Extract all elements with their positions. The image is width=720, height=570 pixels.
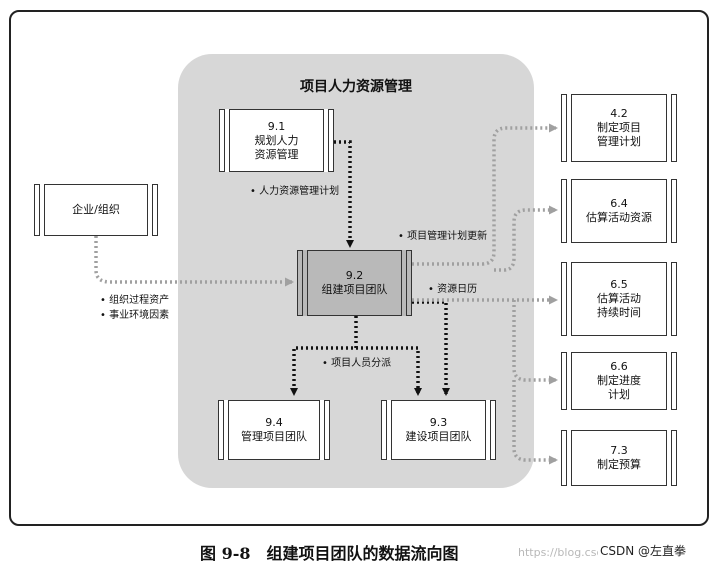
- arrow-92-to-42: [412, 123, 558, 266]
- box-bar: [666, 352, 672, 410]
- box-bar: [666, 94, 672, 162]
- process-6-4-number: 6.4: [610, 197, 628, 210]
- arrow-org-to-92: [94, 236, 294, 287]
- process-6-5-box: 6.5 估算活动 持续时间: [561, 262, 677, 336]
- box-bar: [39, 184, 45, 236]
- arrow-91-to-92: [334, 140, 354, 248]
- arrow-92-to-66: [512, 300, 558, 385]
- box-bar: [666, 262, 672, 336]
- label-pm-plan-update: • 项目管理计划更新: [398, 231, 488, 242]
- box-bar: [666, 179, 672, 243]
- process-6-6-box: 6.6 制定进度 计划: [561, 352, 677, 410]
- label-org-assets: • 组织过程资产: [100, 295, 170, 306]
- arrow-92-to-64: [494, 205, 558, 272]
- diagram-frame: [9, 10, 709, 526]
- process-4-2-box: 4.2 制定项目 管理计划: [561, 94, 677, 162]
- process-4-2-line2: 管理计划: [597, 135, 641, 148]
- box-bar: [401, 250, 407, 316]
- process-9-2-box: 9.2 组建项目团队: [297, 250, 412, 316]
- process-6-4-line1: 估算活动资源: [586, 211, 652, 224]
- box-bar: [224, 109, 230, 172]
- box-bar: [223, 400, 229, 460]
- process-9-3-number: 9.3: [429, 416, 448, 429]
- process-9-4-number: 9.4: [265, 416, 283, 429]
- process-6-6-line1: 制定进度: [597, 374, 641, 387]
- box-bar: [485, 400, 491, 460]
- box-bar: [319, 400, 325, 460]
- box-bar: [566, 262, 572, 336]
- process-9-4-box: 9.4 管理项目团队: [218, 400, 330, 460]
- process-9-3-box: 9.3 建设项目团队: [381, 400, 496, 460]
- process-6-5-number: 6.5: [610, 278, 628, 291]
- box-bar: [566, 430, 572, 486]
- figure-caption: 图 9-8 组建项目团队的数据流向图: [200, 544, 459, 563]
- process-9-2-number: 9.2: [345, 269, 364, 282]
- box-bar: [323, 109, 329, 172]
- process-9-1-number: 9.1: [267, 119, 286, 133]
- process-6-5-line1: 估算活动: [597, 292, 641, 305]
- arrow-92-to-94: [290, 316, 358, 396]
- process-7-3-number: 7.3: [610, 444, 628, 457]
- csdn-tag: CSDN @左直拳: [598, 542, 689, 559]
- process-9-4-line1: 管理项目团队: [241, 430, 307, 443]
- process-9-1-line2: 资源管理: [254, 147, 299, 161]
- process-7-3-box: 7.3 制定预算: [561, 430, 677, 486]
- box-bar: [566, 94, 572, 162]
- process-6-6-line2: 计划: [608, 388, 630, 401]
- box-bar: [566, 179, 572, 243]
- box-bar: [302, 250, 308, 316]
- process-4-2-number: 4.2: [610, 107, 628, 120]
- process-4-2-line1: 制定项目: [597, 121, 641, 134]
- process-9-1-line1: 规划人力: [254, 133, 299, 147]
- enterprise-org-label: 企业/组织: [72, 203, 120, 216]
- process-9-3-line1: 建设项目团队: [405, 430, 472, 443]
- label-resource-calendar: • 资源日历: [428, 284, 478, 295]
- enterprise-org-box: 企业/组织: [34, 184, 158, 236]
- area-title: 项目人力资源管理: [300, 79, 412, 95]
- process-9-2-line1: 组建项目团队: [321, 283, 388, 296]
- arrow-92-to-73: [512, 380, 558, 465]
- label-staff-assignments: • 项目人员分派: [322, 358, 392, 369]
- process-9-1-box: 9.1 规划人力 资源管理: [219, 109, 334, 172]
- box-bar: [566, 352, 572, 410]
- arrow-92-to-93b: [412, 300, 450, 396]
- box-bar: [147, 184, 153, 236]
- box-bar: [386, 400, 392, 460]
- process-6-6-number: 6.6: [610, 360, 628, 373]
- process-7-3-line1: 制定预算: [597, 458, 641, 471]
- label-env-factors: • 事业环境因素: [100, 310, 170, 321]
- process-6-4-box: 6.4 估算活动资源: [561, 179, 677, 243]
- process-6-5-line2: 持续时间: [597, 306, 641, 319]
- label-hr-plan: • 人力资源管理计划: [250, 186, 340, 197]
- box-bar: [666, 430, 672, 486]
- arrow-92-to-93a: [356, 346, 422, 396]
